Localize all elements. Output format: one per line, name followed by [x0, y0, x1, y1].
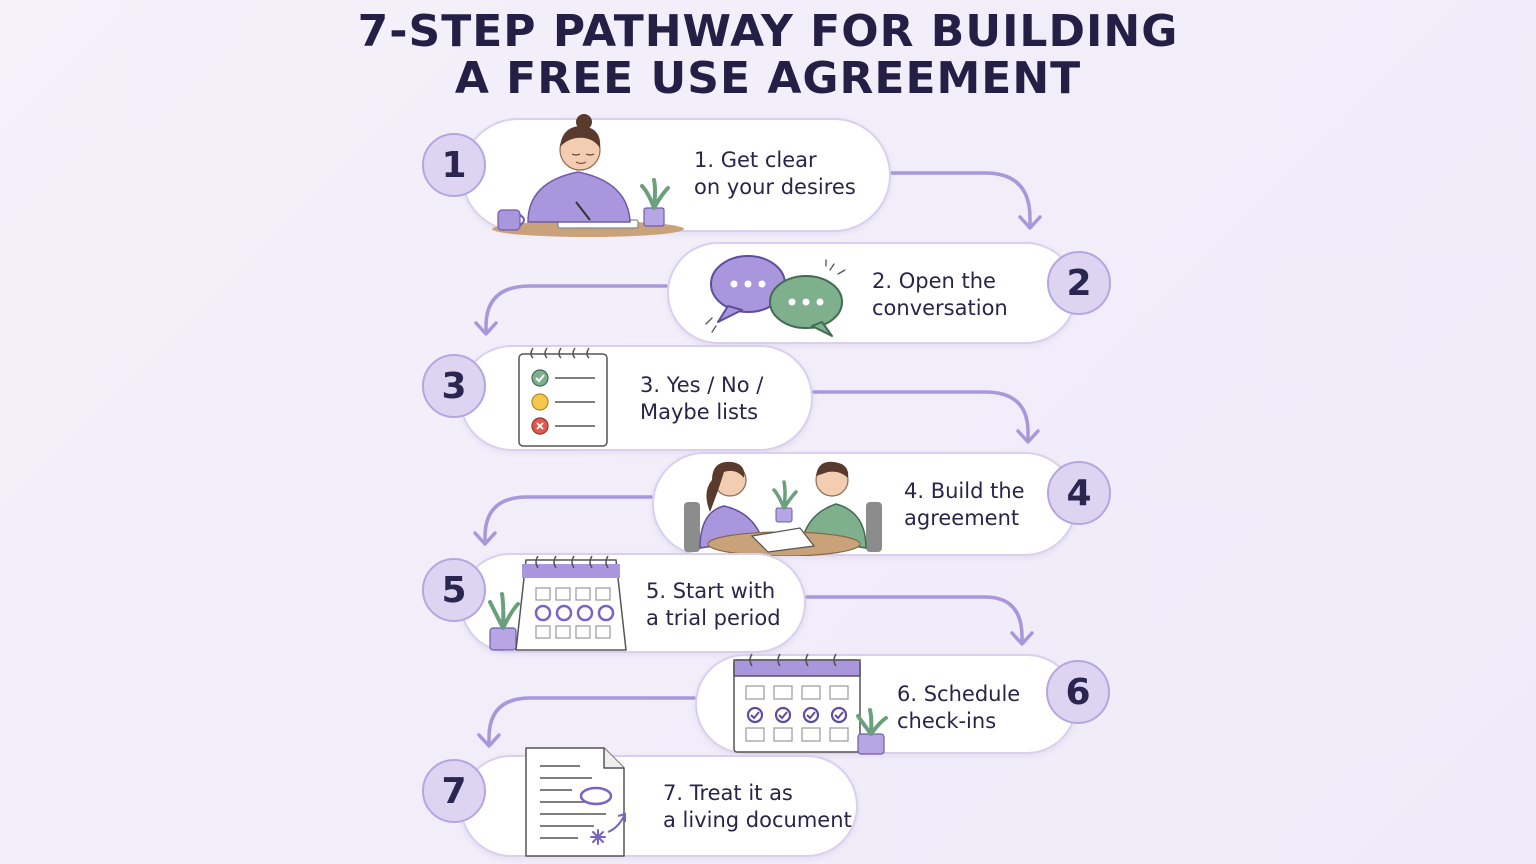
arrow-6-to-7 [487, 696, 696, 746]
arrow-3-to-4-head [1016, 429, 1040, 444]
title-line-2: A FREE USE AGREEMENT [454, 53, 1082, 104]
arrow-6-to-7-head [477, 733, 501, 748]
speech-bubbles-icon [705, 255, 846, 337]
step-label-4-line-1: 4. Build the [904, 479, 1025, 503]
arrow-1-to-2 [890, 171, 1032, 228]
step-label-2-line-2: conversation [872, 296, 1008, 320]
step-card-3 [459, 345, 813, 451]
step-label-2-line-1: 2. Open the [872, 269, 996, 293]
checklist-notepad-icon [518, 347, 608, 447]
step-label-3: 3. Yes / No / Maybe lists [640, 372, 763, 426]
step-label-7: 7. Treat it as a living document [663, 780, 852, 834]
arrow-5-to-6-head [1010, 631, 1034, 646]
step-number-6: 6 [1046, 660, 1110, 724]
step-number-3: 3 [422, 354, 486, 418]
document-edit-icon [525, 747, 626, 857]
step-number-1: 1 [422, 133, 486, 197]
step-label-5-line-2: a trial period [646, 606, 781, 630]
step-number-2: 2 [1047, 251, 1111, 315]
arrow-4-to-5 [483, 495, 653, 544]
step-label-3-line-1: 3. Yes / No / [640, 373, 764, 397]
arrow-3-to-4 [812, 390, 1030, 442]
page-title: 7-STEP PATHWAY FOR BUILDING A FREE USE A… [0, 8, 1536, 102]
step-label-4-line-2: agreement [904, 506, 1020, 530]
title-line-1: 7-STEP PATHWAY FOR BUILDING [357, 6, 1179, 57]
step-label-1-line-2: on your desires [694, 175, 856, 199]
arrow-2-to-3-head [474, 321, 498, 336]
step-label-4: 4. Build the agreement [904, 478, 1025, 532]
step-label-6-line-1: 6. Schedule [897, 682, 1021, 706]
arrow-1-to-2-head [1018, 215, 1042, 230]
step-label-6: 6. Schedule check-ins [897, 681, 1020, 735]
step-label-5-line-1: 5. Start with [646, 579, 776, 603]
arrow-5-to-6 [805, 595, 1024, 644]
step-number-7: 7 [422, 759, 486, 823]
step-label-7-line-2: a living document [663, 808, 852, 832]
step-label-7-line-1: 7. Treat it as [663, 781, 793, 805]
calendar-checkins-icon [733, 653, 888, 755]
step-label-6-line-2: check-ins [897, 709, 997, 733]
person-writing-journal-icon [492, 114, 684, 237]
step-label-3-line-2: Maybe lists [640, 400, 759, 424]
step-label-1: 1. Get clear on your desires [694, 147, 856, 201]
step-label-2: 2. Open the conversation [872, 268, 1008, 322]
step-label-5: 5. Start with a trial period [646, 578, 781, 632]
arrow-2-to-3 [484, 284, 668, 334]
step-label-1-line-1: 1. Get clear [694, 148, 817, 172]
couple-at-table-icon [684, 461, 882, 556]
step-number-5: 5 [422, 558, 486, 622]
calendar-trial-icon [488, 555, 627, 651]
arrow-4-to-5-head [473, 531, 497, 546]
step-number-4: 4 [1047, 461, 1111, 525]
